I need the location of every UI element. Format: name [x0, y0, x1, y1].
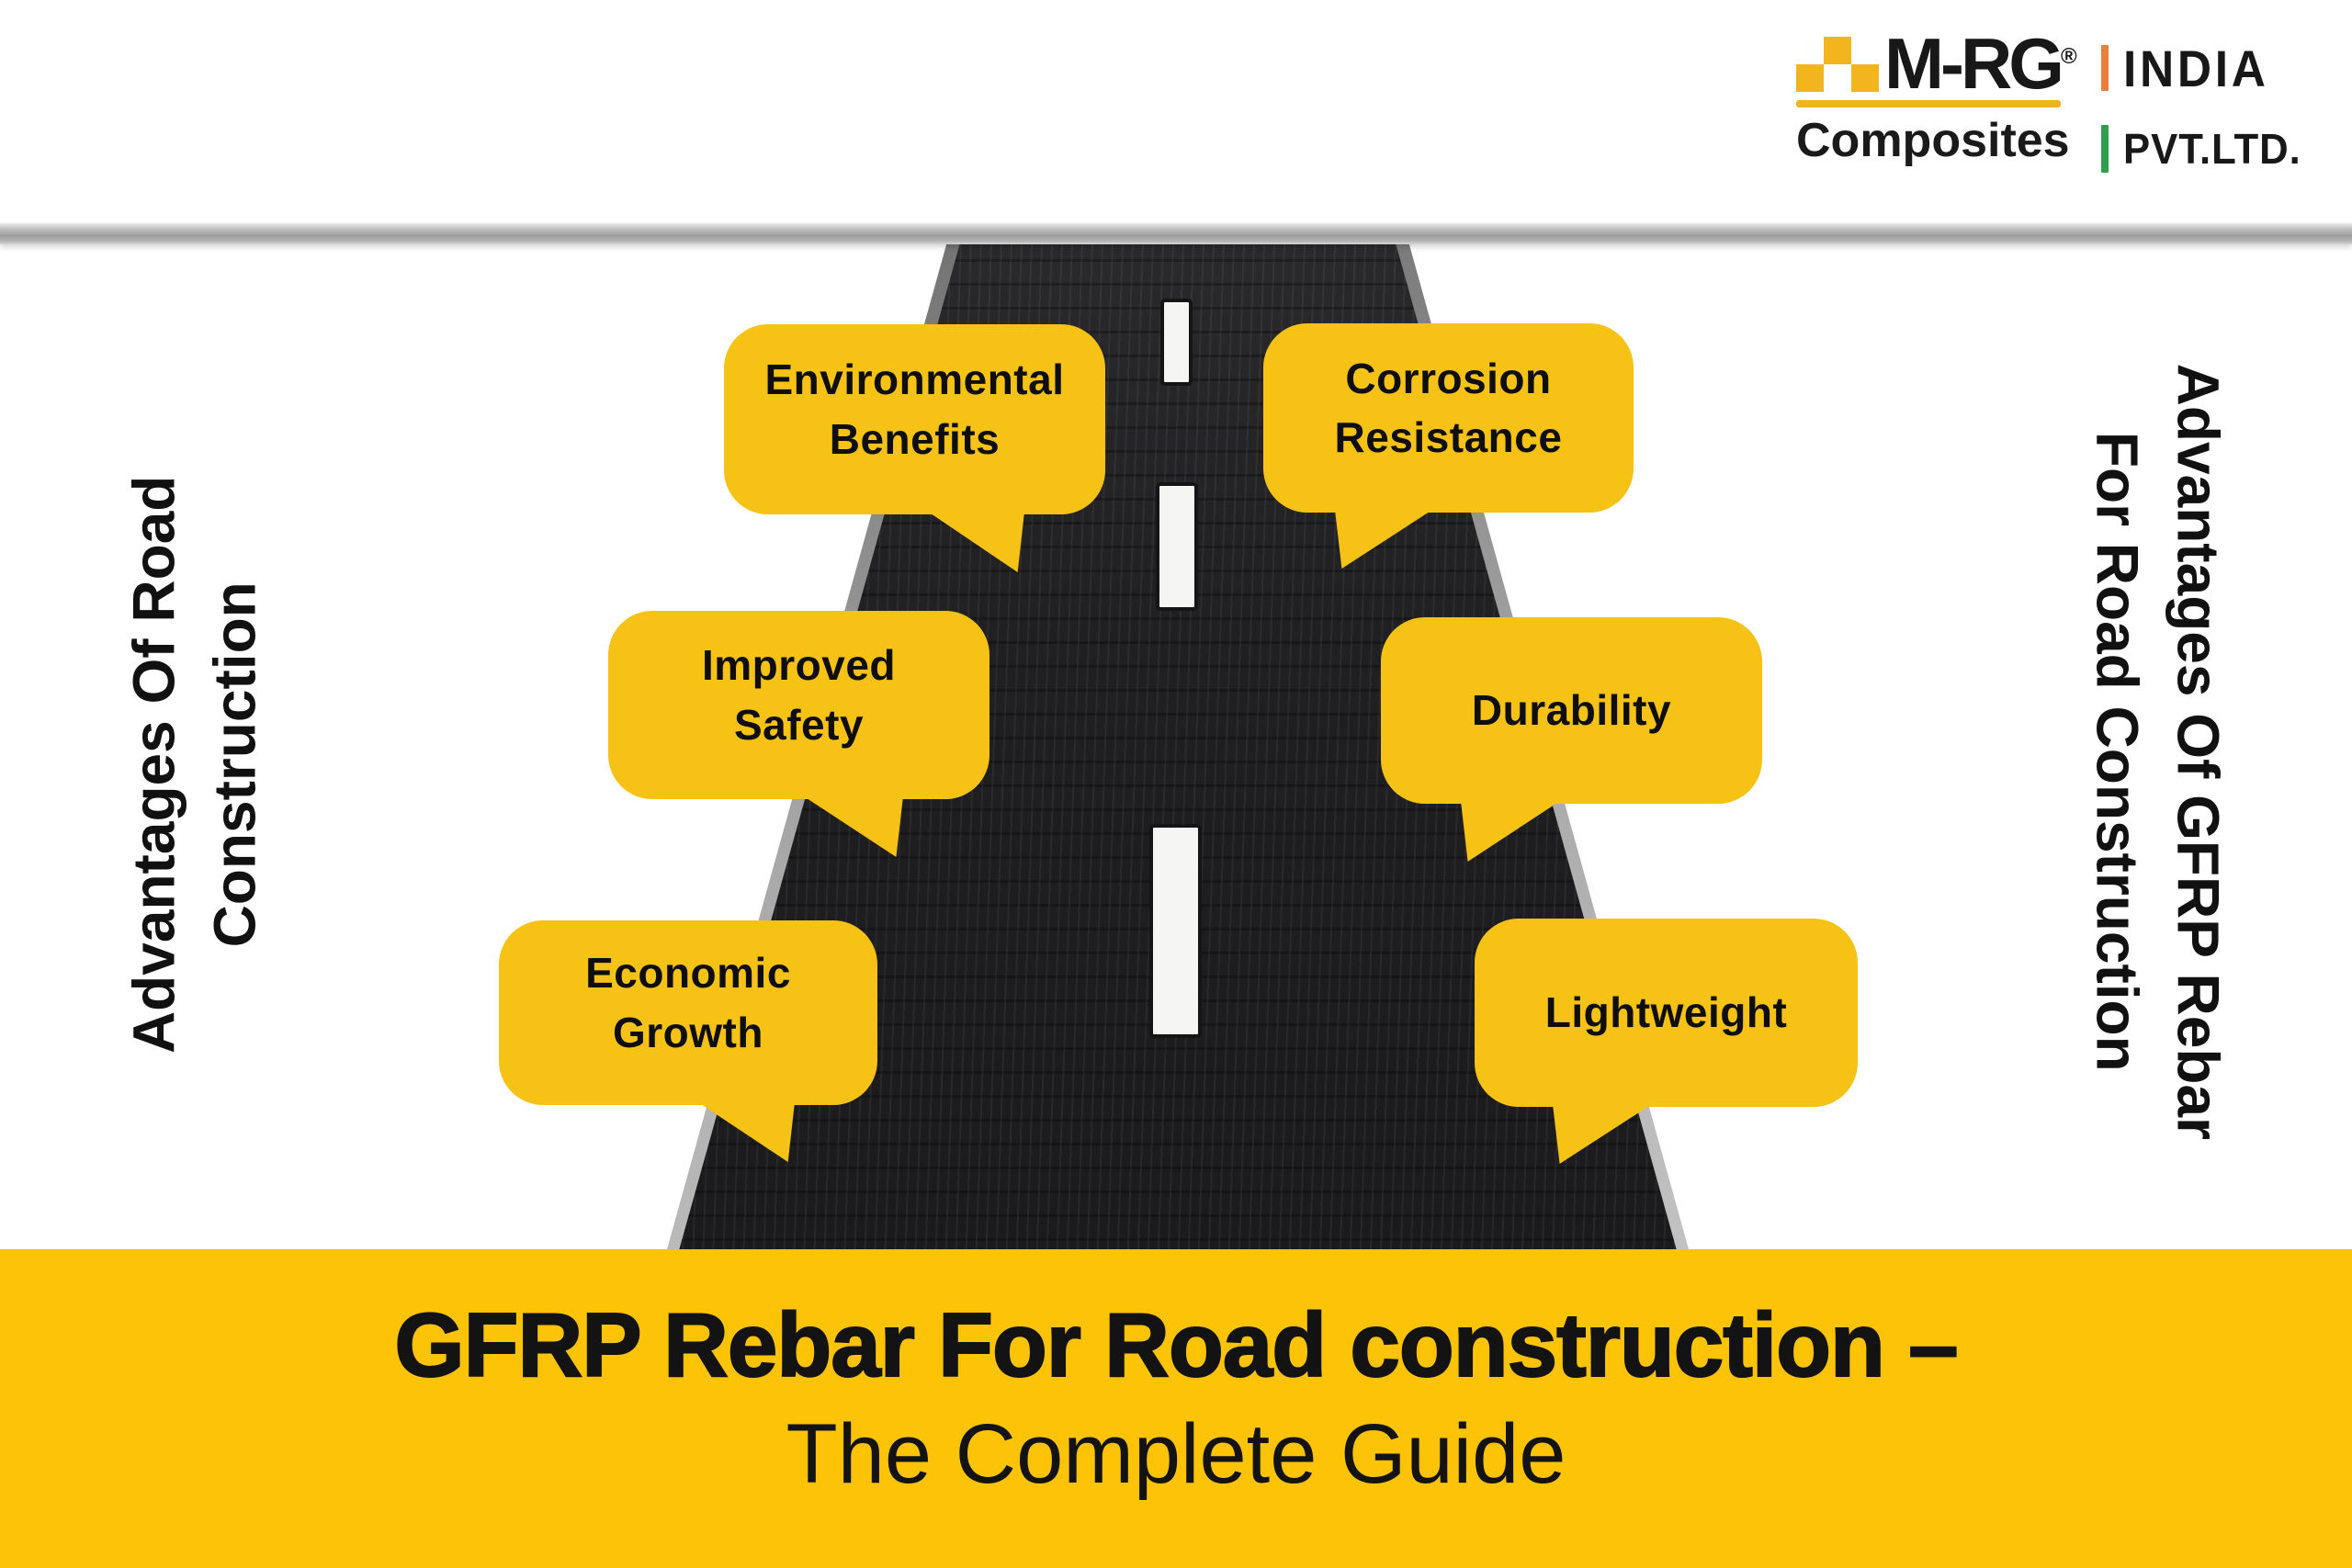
checkerboard-squares-icon [1796, 36, 1879, 92]
side-label-left: Advantages Of Road Construction [120, 475, 268, 1055]
brand-division: Composites [1796, 113, 2070, 167]
registered-mark: ® [2060, 44, 2077, 69]
bubble-label: Improved Safety [701, 641, 897, 749]
title-banner: GFRP Rebar For Road construction – The C… [0, 1249, 2352, 1568]
title-line2: The Complete Guide [786, 1407, 1566, 1501]
road-dash [1149, 824, 1202, 1038]
bubble-label: Lightweight [1544, 988, 1788, 1037]
speech-bubble-economic-growth: Economic Growth [499, 920, 877, 1162]
bubble-label: Durability [1471, 686, 1672, 735]
orange-divider-bar [2100, 45, 2109, 91]
speech-bubble-lightweight: Lightweight [1475, 919, 1858, 1164]
speech-bubble-improved-safety: Improved Safety [608, 611, 989, 857]
brand-logo-main: M-RG® Composites [1796, 23, 2077, 168]
speech-bubble-environmental-benefits: Environmental Benefits [724, 324, 1105, 572]
road-dash [1160, 299, 1193, 386]
speech-bubble-durability: Durability [1381, 617, 1762, 862]
bubble-label: Corrosion Resistance [1334, 354, 1563, 461]
green-divider-bar [2100, 125, 2109, 173]
road-dash [1156, 482, 1198, 611]
speech-bubble-corrosion-resistance: Corrosion Resistance [1263, 323, 1634, 569]
bubble-label: Economic Growth [585, 949, 791, 1056]
brand-region: INDIA [2122, 39, 2269, 97]
bubble-label: Environmental Benefits [764, 355, 1065, 463]
brand-logo: M-RG® Composites INDIA PVT.LTD. [1796, 23, 2311, 176]
brand-underline [1796, 99, 2061, 107]
brand-name: M-RG® [1884, 23, 2077, 104]
brand-region-block: INDIA PVT.LTD. [2100, 39, 2311, 176]
title-line1: GFRP Rebar For Road construction – [393, 1293, 1959, 1396]
header-separator-bar [0, 223, 2352, 244]
brand-entity: PVT.LTD. [2122, 125, 2301, 173]
side-label-right: Advantages Of GFRP Rebar For Road Constr… [2084, 363, 2232, 1140]
